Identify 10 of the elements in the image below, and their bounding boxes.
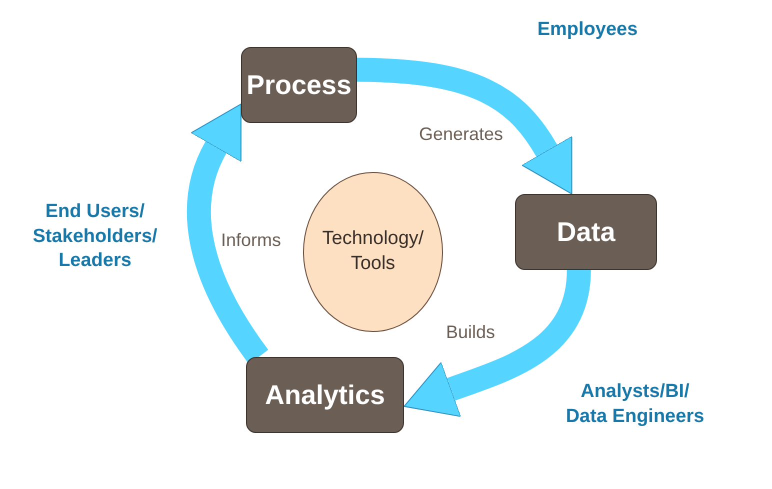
role-label: Analysts/BI/ Data Engineers [564, 380, 706, 429]
stage-box: Analytics [246, 357, 404, 433]
stage-box: Data [515, 194, 657, 270]
center-circle: Technology/ Tools [303, 172, 443, 332]
role-label: End Users/ Stakeholders/ Leaders [32, 200, 158, 274]
stage-box: Process [241, 47, 357, 123]
role-label: Employees [536, 18, 639, 42]
curved-arrow [187, 102, 268, 364]
curved-arrow [403, 269, 591, 418]
curved-arrow [356, 58, 574, 194]
